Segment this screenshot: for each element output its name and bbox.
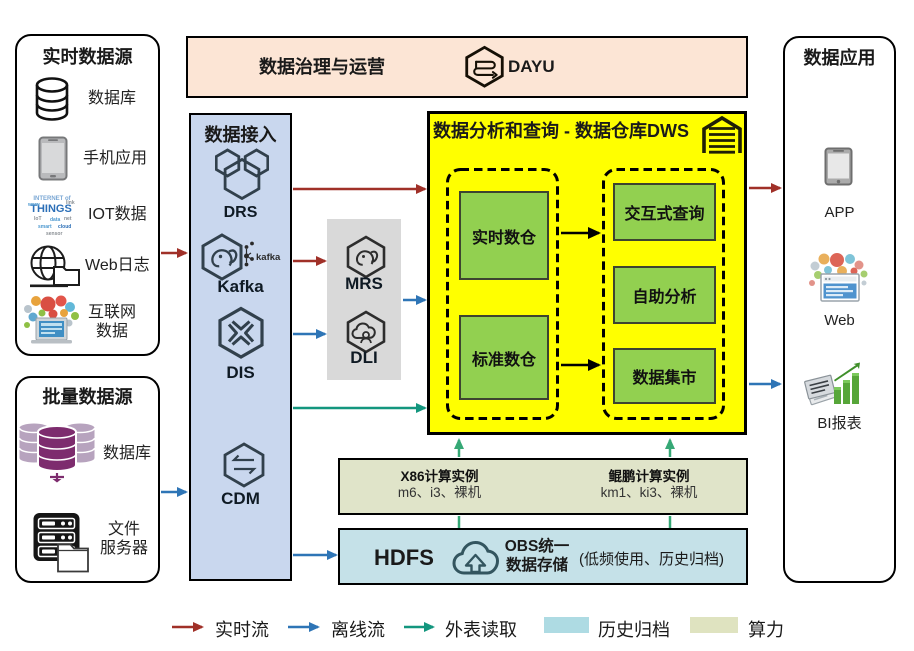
svg-text:INTERNET of: INTERNET of: [33, 196, 71, 202]
svg-text:link: link: [66, 200, 75, 206]
svg-text:smart: smart: [38, 224, 52, 230]
svg-text:cloud: cloud: [58, 224, 71, 230]
svg-text:IoT: IoT: [34, 216, 42, 222]
svg-text:THINGS: THINGS: [30, 203, 72, 215]
svg-text:data: data: [50, 217, 61, 223]
svg-text:net: net: [64, 216, 72, 222]
svg-text:sensor: sensor: [46, 231, 62, 237]
svg-text:kafka: kafka: [256, 252, 281, 263]
svg-text:www: www: [27, 202, 40, 208]
